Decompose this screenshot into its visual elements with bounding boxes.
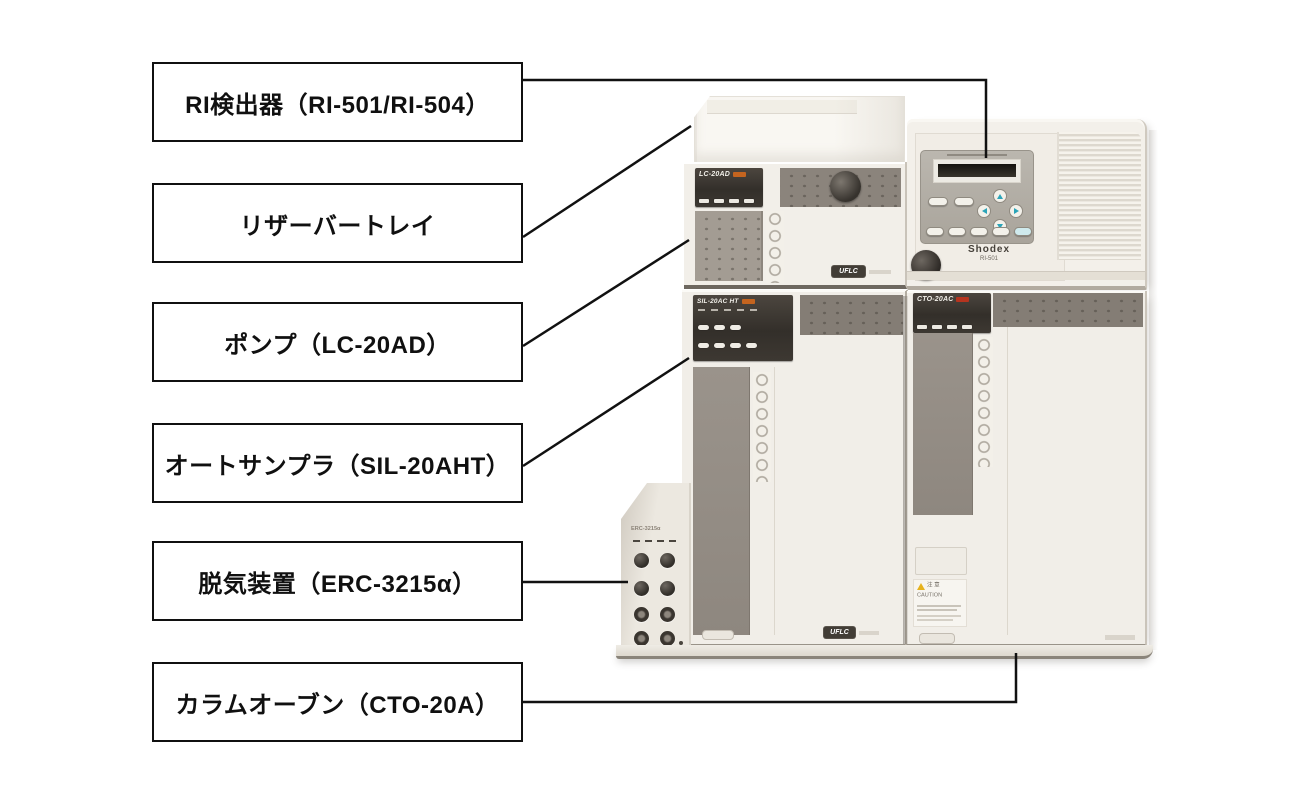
pump-small-print: [869, 270, 891, 274]
photo-edge-shadow: [1149, 130, 1158, 650]
oven-model-label: CTO-20AC: [917, 296, 954, 303]
detector-button: [948, 227, 966, 236]
label-autosampler-text: オートサンプラ（SIL-20AHT）: [164, 452, 511, 480]
reservoir-tray: [694, 96, 905, 163]
label-pump-text: ポンプ（LC-20AD）: [224, 331, 451, 359]
detector-keypad: [920, 150, 1034, 244]
detector-button: [954, 197, 974, 206]
label-degasser-text: 脱気装置（ERC-3215α）: [198, 570, 477, 598]
connector-autosampler: [522, 356, 690, 468]
autosampler-model-label: SIL-20AC HT: [697, 298, 739, 305]
degasser-port: [634, 581, 649, 596]
detector-button: [992, 227, 1010, 236]
pump-uflc-text: UFLC: [839, 268, 858, 275]
autosampler-left-door: [693, 367, 750, 635]
degasser-indicators: [633, 540, 676, 542]
pump-model-label: LC-20AD: [699, 171, 730, 178]
detector-lcd: [933, 159, 1021, 183]
caution-en-text: CAUTION: [917, 591, 943, 598]
autosampler-handle: [702, 630, 734, 640]
label-pump: ポンプ（LC-20AD）: [152, 302, 523, 382]
pump-buttons: [699, 199, 754, 203]
degasser-fitting: [660, 607, 675, 622]
caution-ja-text: 注 意: [927, 581, 940, 588]
connector-pump: [522, 238, 690, 348]
degasser-port: [660, 553, 675, 568]
degasser-led: [679, 641, 683, 645]
oven-buttons: [917, 325, 972, 329]
detector-enter-button: [1014, 227, 1032, 236]
tray-shade: [834, 97, 904, 162]
pump-accent-chip: [732, 172, 746, 177]
oven-top-strip: [993, 293, 1143, 327]
oven-door-seam: [1007, 327, 1008, 635]
autosampler-uflc-logo: UFLC: [824, 627, 855, 638]
column-oven-unit: CTO-20AC 注 意 CAUTION: [905, 291, 1147, 647]
stack-gap-shadow: [903, 296, 908, 644]
label-reservoir-tray-text: リザーバートレイ: [239, 212, 436, 240]
detector-vent-ribs: [1057, 132, 1141, 260]
degasser-fitting: [660, 631, 675, 646]
oven-accent-chip: [956, 297, 970, 302]
label-autosampler: オートサンプラ（SIL-20AHT）: [152, 423, 523, 503]
base-plinth: [616, 645, 1153, 659]
connector-column-oven: [523, 653, 1018, 704]
detector-brand-label: Shodex: [967, 244, 1011, 255]
label-ri-detector-text: RI検出器（RI-501/RI-504）: [185, 91, 490, 119]
oven-left-door: [913, 333, 973, 515]
pump-unit: LC-20AD UFLC: [684, 162, 907, 289]
pump-front-panel: LC-20AD: [695, 168, 763, 207]
oven-front-panel: CTO-20AC: [913, 293, 991, 333]
oven-recess: [915, 547, 967, 575]
oven-button-column: [975, 337, 993, 467]
oven-small-print: [1105, 635, 1135, 640]
autosampler-top-strip: [800, 295, 903, 335]
connector-reservoir-tray: [522, 124, 692, 239]
caution-triangle-icon: [917, 583, 925, 590]
ri-detector-unit: Shodex RI-501: [907, 119, 1147, 290]
pump-uflc-logo: UFLC: [832, 266, 865, 277]
autosampler-accent-chip: [741, 299, 755, 304]
label-column-oven-text: カラムオーブン（CTO-20A）: [175, 691, 500, 719]
pump-purge-knob: [830, 171, 861, 202]
autosampler-front-panel: SIL-20AC HT: [693, 295, 793, 361]
autosampler-buttons-row1: [698, 325, 741, 330]
autosampler-door-seam: [774, 367, 775, 635]
degasser-fitting: [634, 631, 649, 646]
autosampler-indicators: [698, 309, 757, 311]
degasser-unit: ERC-3215α: [621, 483, 691, 653]
degasser-fitting: [634, 607, 649, 622]
detector-arrow-up: [993, 189, 1007, 203]
detector-arrow-left: [977, 204, 991, 218]
degasser-model-label: ERC-3215α: [631, 525, 661, 532]
detector-button: [926, 227, 944, 236]
oven-handle: [919, 633, 955, 644]
autosampler-unit: SIL-20AC HT UFLC: [682, 290, 908, 647]
autosampler-uflc-text: UFLC: [830, 629, 849, 636]
pump-button-column: [766, 211, 784, 283]
label-ri-detector: RI検出器（RI-501/RI-504）: [152, 62, 523, 142]
oven-caution-sticker: 注 意 CAUTION: [913, 579, 967, 627]
label-degasser: 脱気装置（ERC-3215α）: [152, 541, 523, 621]
degasser-port: [660, 581, 675, 596]
detector-arrow-right: [1009, 204, 1023, 218]
degasser-port: [634, 553, 649, 568]
pump-left-door: [695, 211, 763, 281]
detector-button: [970, 227, 988, 236]
autosampler-button-column: [753, 372, 771, 482]
autosampler-small-print: [859, 631, 879, 635]
detector-brand-block: Shodex RI-501: [915, 244, 1063, 263]
detector-button: [928, 197, 948, 206]
autosampler-buttons-row2: [698, 343, 757, 348]
detector-model-label: RI-501: [979, 256, 998, 262]
label-reservoir-tray: リザーバートレイ: [152, 183, 523, 263]
detector-keypad-header: [947, 154, 1007, 156]
label-column-oven: カラムオーブン（CTO-20A）: [152, 662, 523, 742]
detector-base-strip: [907, 271, 1145, 280]
